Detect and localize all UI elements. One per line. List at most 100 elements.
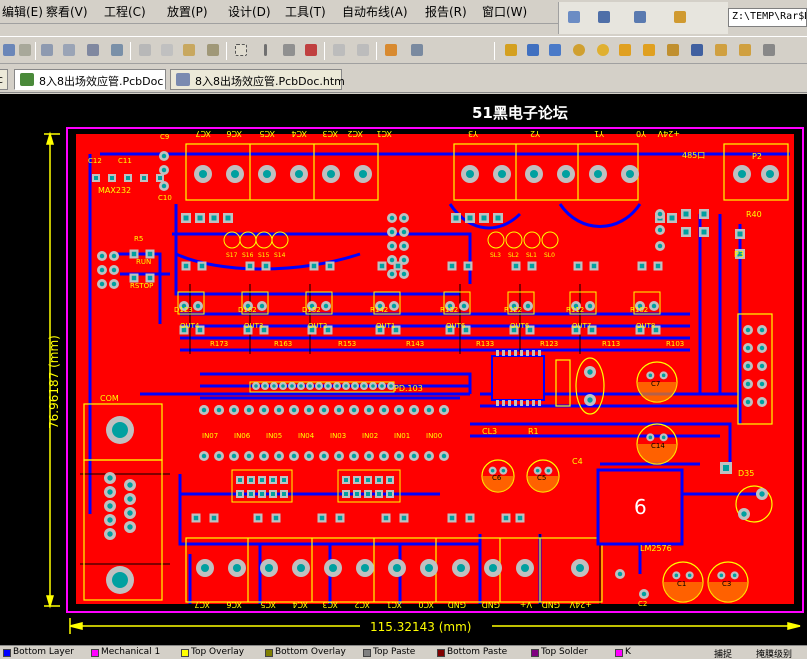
pad-hole [456,563,466,573]
open-icon[interactable] [16,41,34,59]
mcu-lead [514,350,517,356]
pad-hole [401,243,407,249]
menu-view[interactable]: 察看(V) [46,5,88,19]
layer-tab-top-solder[interactable]: Top Solder [530,647,588,659]
d-label: D162 [238,306,257,314]
pad-hole [426,407,432,413]
layer-tab-top-paste[interactable]: Top Paste [362,647,415,659]
layer-tab-k[interactable]: K [614,647,631,659]
pad-hole [389,215,395,221]
cross-probe-icon[interactable] [382,41,400,59]
pad-hole [587,303,593,309]
wire-icon[interactable] [0,41,18,59]
zoom-area-icon[interactable] [60,41,78,59]
layer-tab-top-overlay[interactable]: Top Overlay [180,647,244,659]
copy-icon[interactable] [158,41,176,59]
pad-hole [306,453,312,459]
find-icon[interactable] [631,8,649,26]
mask-level-button[interactable]: 掩膜级别 [752,647,792,659]
menu-window[interactable]: 窗口(W) [482,5,528,19]
label-r1: R1 [528,427,539,436]
tab-htm[interactable]: 8入8出场效应管.PcbDoc.htm [170,69,345,90]
cut-icon[interactable] [136,41,154,59]
align-icon[interactable] [565,8,583,26]
pad-hole [351,453,357,459]
move-icon[interactable] [256,41,274,59]
pad-hole [625,169,635,179]
menu-edit[interactable]: 编辑(E) [2,5,43,19]
menu-project[interactable]: 工程(C) [104,5,146,19]
pad-hole [396,453,402,459]
menu-reports[interactable]: 报告(R) [425,5,467,19]
pad-hole [216,453,222,459]
mosfet-outline [507,291,535,315]
pad-hole [230,169,240,179]
tab-hidden[interactable]: c [0,69,8,90]
menu-place[interactable]: 放置(P) [167,5,208,19]
zoom-tool-icon[interactable] [108,41,126,59]
r-label: R163 [274,340,292,348]
polygon-icon[interactable] [664,41,682,59]
redo-icon[interactable] [354,41,372,59]
pad-hole [575,263,581,269]
label-p2: P2 [752,152,762,161]
diff-pair-icon[interactable] [524,41,542,59]
pcb-canvas[interactable]: 115.32143 (mm) 76.96187 (mm) 51黑电子论坛 [0,94,807,645]
multi-route-icon[interactable] [546,41,564,59]
pad-hole [263,384,267,388]
pad-hole [344,384,348,388]
menu-tools[interactable]: 工具(T) [285,5,326,19]
terminal-block-p2 [723,143,789,201]
rubber-stamp-icon[interactable] [204,41,222,59]
mcu-lead [508,400,511,406]
mcu-lead [520,400,523,406]
layer-tab-bottom-overlay[interactable]: Bottom Overlay [264,647,346,659]
arc-icon[interactable] [616,41,634,59]
menu-autoroute[interactable]: 自动布线(A) [342,5,408,19]
clear-icon[interactable] [302,41,320,59]
silk-label: XC1 [386,600,402,609]
layer-tab-bottom[interactable]: Bottom Layer [2,647,74,659]
paste-icon[interactable] [180,41,198,59]
layer-tab-mech1[interactable]: Mechanical 1 [90,647,160,659]
isp-pins [491,325,767,407]
library-icon[interactable] [408,41,426,59]
fill-icon[interactable] [640,41,658,59]
undo-icon[interactable] [330,41,348,59]
pad-hole [107,517,113,523]
layer-tab-bottom-paste[interactable]: Bottom Paste [436,647,507,659]
string-icon[interactable] [688,41,706,59]
deselect-icon[interactable] [280,41,298,59]
select-area-icon[interactable] [232,41,250,59]
zoom-select-icon[interactable] [84,41,102,59]
interactive-route-icon[interactable] [502,41,520,59]
silk-label: XC7 [194,600,210,609]
path-field[interactable]: Z:\TEMP\Rar$D [728,8,807,27]
grid-icon[interactable] [671,8,689,26]
pad-hole [245,303,251,309]
component-icon[interactable] [760,41,778,59]
pad-hole [366,453,372,459]
pad-hole [653,327,659,333]
dimension-icon[interactable] [736,41,754,59]
pad-hole [183,215,189,221]
cap-hatch [527,476,559,492]
label-max232: MAX232 [98,186,131,195]
out-label: OUT1 [376,322,395,330]
r-label: R103 [666,340,684,348]
menu-design[interactable]: 设计(D) [228,5,271,19]
silk-label: XC4 [291,129,307,138]
tab-pcbdoc[interactable]: 8入8出场效应管.PcbDoc [14,69,166,90]
pad-icon[interactable] [570,41,588,59]
distribute-icon[interactable] [595,8,613,26]
pad-hole [271,492,275,496]
layer-color-swatch [363,649,371,657]
pad-hole [683,211,689,217]
pad-hole [308,384,312,388]
snap-button[interactable]: 捕捉 [700,647,732,659]
layer-color-swatch [265,649,273,657]
via-icon[interactable] [594,41,612,59]
zoom-fit-icon[interactable] [38,41,56,59]
coordinate-icon[interactable] [712,41,730,59]
pad-hole [651,303,657,309]
